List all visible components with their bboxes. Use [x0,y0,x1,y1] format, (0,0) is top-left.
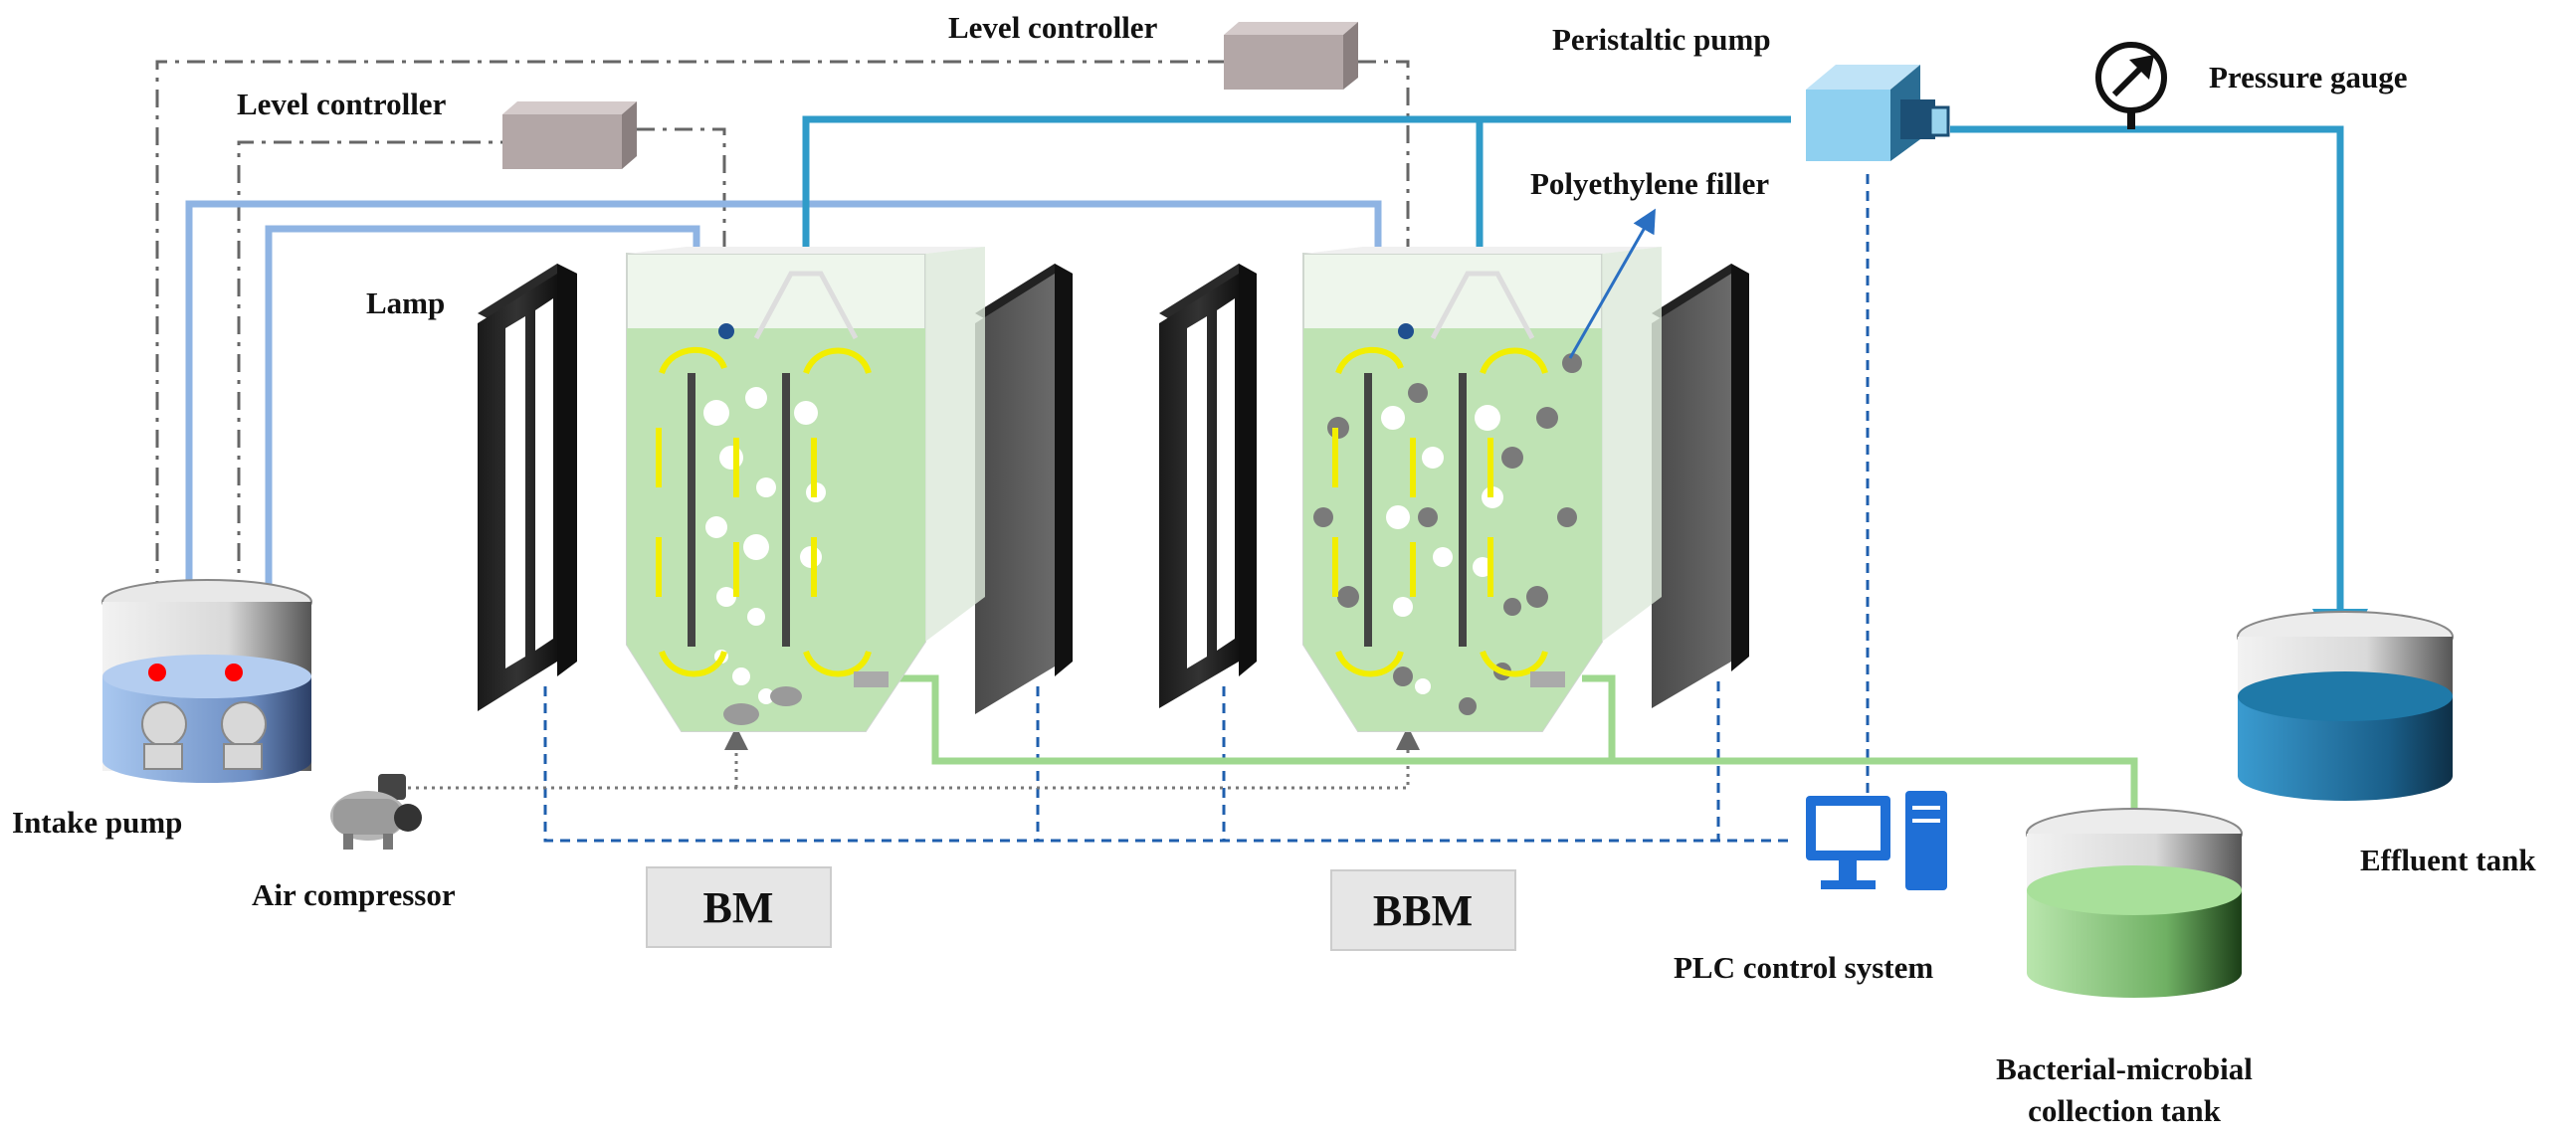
panel-2 [1652,264,1749,708]
plc-computer-icon [1806,791,1947,890]
polyethylene-filler-label: Polyethylene filler [1530,166,1769,201]
effluent-tank-label: Effluent tank [2360,843,2536,877]
effluent-tank [2237,611,2454,801]
bm-label-box: BM [646,866,832,948]
panel-1 [975,264,1073,714]
level-control-lines [155,60,1410,637]
bm-label: BM [703,883,774,932]
sludge-lines [886,674,2162,878]
pressure-gauge [2095,42,2167,129]
air-compressor-label: Air compressor [252,877,456,912]
bbm-label-box: BBM [1330,869,1516,951]
air-compressor [330,774,422,850]
reactor-bm [626,247,985,732]
bbm-label: BBM [1373,886,1473,935]
level-controller-left [502,101,637,169]
lamp-2 [1159,264,1257,708]
reactor-bbm [1302,247,1662,732]
bacterial-microbial-collection-tank [2026,808,2243,998]
intake-tank [101,579,312,783]
filler-pointer [1568,208,1656,359]
peristaltic-pump [1806,65,1950,161]
plc-control-system-label: PLC control system [1674,950,1933,985]
collection-tank-label-1: Bacterial-microbial [1996,1051,2253,1086]
collection-tank-label-2: collection tank [2028,1093,2221,1128]
level-controller-top-label: Level controller [948,10,1158,45]
air-lines [408,726,1420,790]
level-controller-left-label: Level controller [237,87,447,121]
peristaltic-pump-label: Peristaltic pump [1552,22,1771,57]
lamp-1 [478,264,577,711]
level-controller-top [1224,22,1358,90]
lamp-label: Lamp [366,285,445,320]
pressure-gauge-label: Pressure gauge [2209,60,2407,95]
intake-pump [141,701,267,770]
intake-pump-label: Intake pump [12,805,182,840]
